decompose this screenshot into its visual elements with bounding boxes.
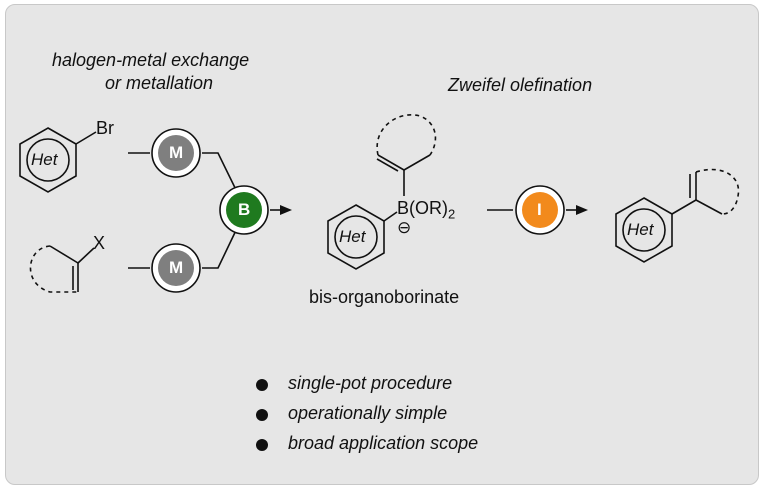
bis-organoborinate-label: bis-organoborinate bbox=[309, 287, 460, 307]
borinate-boron-label: B(OR)2 bbox=[397, 198, 456, 222]
metal-node-bottom bbox=[151, 243, 201, 293]
arrowhead-2 bbox=[576, 205, 588, 215]
iodine-letter: I bbox=[537, 200, 542, 219]
heading-exchange-line1: halogen-metal exchange bbox=[52, 50, 250, 70]
bullet-dot-1 bbox=[256, 379, 268, 391]
product-alkenyl bbox=[689, 168, 740, 215]
scheme-panel bbox=[5, 4, 759, 485]
bullet-text-3: broad application scope bbox=[288, 433, 479, 453]
connectors bbox=[128, 152, 241, 269]
borinate-alkenyl bbox=[376, 114, 437, 196]
bromo-label: Br bbox=[96, 118, 114, 138]
bullet-dot-2 bbox=[256, 409, 268, 421]
heading-zweifel: Zweifel olefination bbox=[448, 75, 593, 95]
het-label-product: Het bbox=[627, 220, 654, 239]
product-aryl-ring bbox=[615, 197, 697, 263]
boron-node bbox=[219, 185, 269, 235]
negative-charge-icon: ⊖ bbox=[397, 218, 412, 237]
heading-exchange-line2: or metallation bbox=[105, 73, 214, 93]
boron-letter: B bbox=[238, 200, 251, 219]
bullet-dot-3 bbox=[256, 439, 268, 451]
het-label-top: Het bbox=[31, 150, 58, 169]
bullet-text-2: operationally simple bbox=[288, 403, 448, 423]
vinyl-halide bbox=[29, 245, 95, 293]
metal-letter-top: M bbox=[169, 143, 184, 162]
metal-node-top bbox=[151, 128, 201, 178]
metal-letter-bottom: M bbox=[169, 258, 184, 277]
arrowhead-1 bbox=[280, 205, 292, 215]
borinate-aryl-ring bbox=[327, 204, 398, 270]
aryl-bromide-ring bbox=[19, 127, 97, 193]
het-label-borinate: Het bbox=[339, 227, 366, 246]
bullet-text-1: single-pot procedure bbox=[288, 373, 453, 393]
iodine-node bbox=[515, 185, 565, 235]
halide-label: X bbox=[93, 233, 106, 253]
